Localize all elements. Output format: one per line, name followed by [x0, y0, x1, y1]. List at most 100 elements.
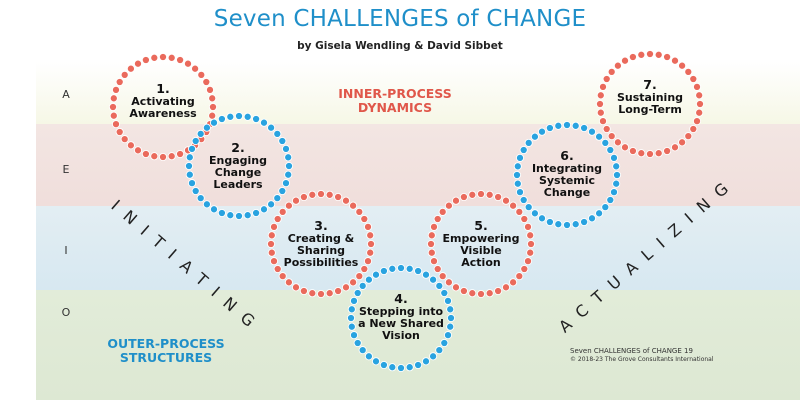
- ring-5-bead: [520, 214, 529, 224]
- ring-3-bead: [363, 257, 373, 266]
- ring-3-bead: [355, 207, 364, 216]
- ring-4-bead: [446, 313, 456, 323]
- ring-1-bead: [111, 120, 121, 129]
- challenge-4-number: 4.: [394, 291, 408, 306]
- side-letter-o: O: [61, 306, 71, 319]
- ring-5-bead: [433, 264, 442, 274]
- ring-6-bead: [609, 153, 619, 162]
- ring-5-bead: [476, 289, 486, 299]
- ring-1-bead: [158, 52, 168, 62]
- ring-6-bead: [512, 170, 522, 180]
- ring-7-bead: [620, 143, 630, 152]
- challenge-6-text: Integrating Systemic Change: [531, 162, 603, 199]
- ring-6-bead: [606, 145, 615, 155]
- ring-7-bead: [695, 91, 704, 100]
- credit-block: Seven CHALLENGES of CHANGE 19 © 2018-23 …: [570, 347, 714, 363]
- ring-5-bead: [523, 257, 533, 266]
- challenge-7-text: Sustaining Long-Term: [616, 91, 684, 116]
- ring-5-bead: [444, 201, 453, 210]
- ring-6-bead: [524, 203, 533, 212]
- ring-2-bead: [243, 112, 252, 121]
- ring-7-bead: [598, 117, 608, 126]
- ring-3-bead: [267, 231, 276, 240]
- ring-5-bead: [451, 283, 461, 292]
- credit-title: Seven CHALLENGES of CHANGE 19: [570, 347, 693, 355]
- ring-2-bead: [252, 114, 261, 124]
- ring-6-bead: [545, 217, 554, 227]
- ring-2-bead: [273, 129, 282, 138]
- ring-2-bead: [202, 200, 211, 209]
- ring-2-bead: [234, 211, 244, 221]
- ring-5-bead: [485, 289, 494, 298]
- ring-1-bead: [108, 102, 118, 112]
- ring-1-bead: [115, 127, 124, 137]
- ring-4-bead: [446, 322, 455, 331]
- ring-7: [595, 49, 705, 159]
- ring-5-bead: [501, 196, 511, 205]
- ring-7-bead: [689, 74, 698, 84]
- ring-3-bead: [341, 283, 351, 292]
- ring-6-bead: [545, 123, 554, 133]
- ring-6: [512, 120, 622, 230]
- ring-3-bead: [278, 207, 287, 216]
- ring-3-bead: [284, 278, 293, 287]
- challenge-2-text: Engaging Change Leaders: [209, 154, 267, 191]
- ring-1-bead: [167, 53, 176, 62]
- challenge-7-number: 7.: [643, 77, 657, 92]
- ring-4-bead: [440, 338, 449, 348]
- ring-3-bead: [316, 289, 326, 299]
- ring-2-bead: [226, 112, 235, 121]
- ring-6-bead: [530, 209, 539, 218]
- ring-7-bead: [684, 67, 693, 76]
- ring-4-bead: [353, 288, 362, 298]
- ring-3-bead: [278, 272, 287, 281]
- ring-6-bead: [519, 195, 528, 205]
- ring-5-bead: [427, 231, 436, 240]
- ring-4-bead: [388, 264, 397, 273]
- inner-process-label: INNER-PROCESS DYNAMICS: [338, 86, 452, 115]
- side-letter-i: I: [64, 244, 68, 257]
- ring-6-bead: [513, 179, 522, 188]
- ring-1-bead: [141, 149, 150, 159]
- ring-2-bead: [267, 200, 276, 209]
- ring-2-bead: [191, 186, 200, 196]
- ring-1-bead: [205, 85, 215, 94]
- ring-7-bead: [595, 99, 605, 109]
- ring-2-bead: [196, 129, 205, 138]
- ring-7-bead: [628, 146, 637, 156]
- ring-7-bead: [695, 108, 704, 117]
- ring-1-bead: [109, 94, 118, 103]
- challenge-2: 2. Engaging Change Leaders: [188, 141, 288, 191]
- ring-6-bead: [515, 188, 525, 197]
- ring-7-bead: [613, 61, 622, 70]
- ring-3-bead: [334, 192, 343, 202]
- ring-6-bead: [595, 132, 604, 141]
- ring-7-bead: [645, 149, 655, 159]
- ring-2-bead: [252, 208, 261, 218]
- ring-1-bead: [208, 94, 217, 103]
- ring-4-bead: [353, 338, 362, 348]
- ring-4-bead: [379, 266, 388, 276]
- ring-2-bead: [184, 161, 194, 171]
- ring-2-bead: [202, 123, 211, 132]
- ring-1-bead: [115, 77, 124, 87]
- ring-2-bead: [284, 153, 293, 162]
- ring-7-bead: [645, 49, 655, 59]
- challenge-5: 5. Empowering Visible Action: [431, 219, 531, 269]
- ring-5-bead: [429, 222, 439, 231]
- ring-3-bead: [284, 201, 293, 210]
- ring-1-bead: [109, 111, 118, 120]
- ring-5-bead: [451, 196, 461, 205]
- ring-7-bead: [678, 138, 687, 147]
- ring-2-bead: [191, 136, 200, 146]
- ring-1-bead: [141, 55, 150, 65]
- ring-4-bead: [347, 305, 356, 314]
- ring-1-bead: [167, 152, 176, 161]
- challenge-3-number: 3.: [314, 218, 328, 233]
- ring-6-bead: [554, 220, 563, 229]
- ring-6-bead: [606, 195, 615, 205]
- ring-5-bead: [438, 272, 447, 281]
- ring-6-bead: [595, 209, 604, 218]
- ring-7-bead: [692, 117, 702, 126]
- ring-4-bead: [379, 360, 388, 370]
